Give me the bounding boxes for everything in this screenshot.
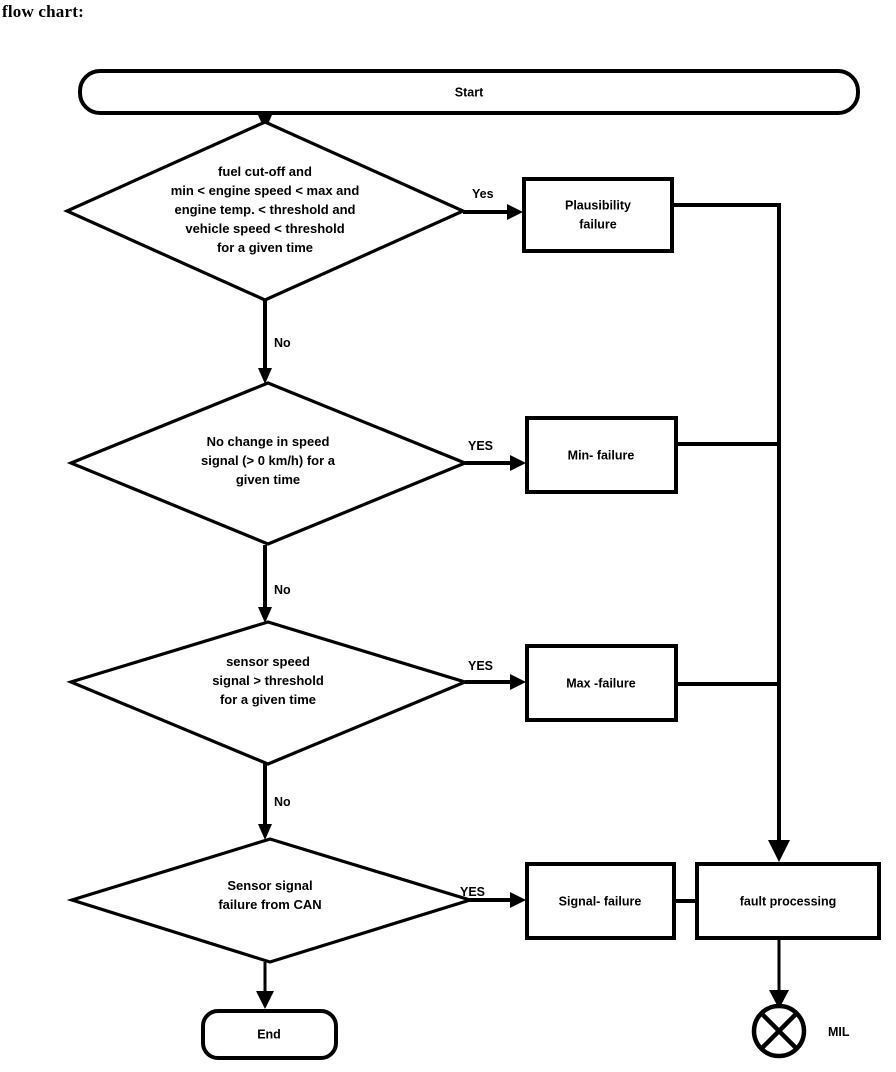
node-plausibility-failure[interactable]: Plausibility failure bbox=[522, 177, 674, 253]
edge-label-yes-1: Yes bbox=[472, 187, 494, 201]
decision4-line-1: Sensor signal bbox=[227, 878, 312, 893]
edge-label-no-1: No bbox=[274, 336, 291, 350]
node-min-failure[interactable]: Min- failure bbox=[525, 416, 678, 494]
connector-decision2-no bbox=[258, 545, 272, 623]
connector-decision4-no bbox=[256, 962, 274, 1009]
node-max-failure[interactable]: Max -failure bbox=[525, 644, 678, 722]
node-decision-no-change-in-speed[interactable]: No change in speed signal (> 0 km/h) for… bbox=[66, 381, 470, 546]
node-start-label: Start bbox=[455, 85, 484, 99]
node-fault-processing[interactable]: fault processing bbox=[695, 862, 881, 940]
connector-decision1-no bbox=[258, 300, 272, 384]
connector-decision3-no bbox=[258, 764, 272, 840]
decision1-line-5: for a given time bbox=[217, 240, 313, 255]
node-decision-sensor-signal-failure-can[interactable]: Sensor signal failure from CAN bbox=[66, 837, 476, 964]
connector-bus-to-fault-processing bbox=[768, 203, 790, 862]
decision2-line-1: No change in speed bbox=[207, 434, 330, 449]
decision3-line-2: signal > threshold bbox=[212, 673, 324, 688]
edge-label-no-3: No bbox=[274, 795, 291, 809]
connector-decision1-yes bbox=[463, 204, 523, 220]
connector-fault-processing-to-mil bbox=[769, 937, 789, 1009]
decision1-line-3: engine temp. < threshold and bbox=[175, 202, 356, 217]
decision2-line-3: given time bbox=[236, 472, 300, 487]
node-decision-plausibility[interactable]: fuel cut-off and min < engine speed < ma… bbox=[63, 120, 467, 302]
min-failure-label: Min- failure bbox=[568, 448, 635, 462]
signal-failure-label: Signal- failure bbox=[559, 894, 642, 908]
decision1-line-1: fuel cut-off and bbox=[218, 164, 312, 179]
node-signal-failure[interactable]: Signal- failure bbox=[525, 862, 676, 940]
plausibility-failure-line-1: Plausibility bbox=[565, 198, 631, 212]
max-failure-label: Max -failure bbox=[566, 676, 636, 690]
decision1-line-2: min < engine speed < max and bbox=[171, 183, 360, 198]
node-end-label: End bbox=[257, 1027, 281, 1041]
decision3-line-1: sensor speed bbox=[226, 654, 310, 669]
connector-decision2-yes bbox=[465, 455, 526, 471]
decision4-line-2: failure from CAN bbox=[218, 897, 321, 912]
decision1-line-4: vehicle speed < threshold bbox=[185, 221, 344, 236]
edge-label-yes-4: YES bbox=[460, 885, 485, 899]
fault-processing-label: fault processing bbox=[740, 894, 837, 908]
node-decision-sensor-speed-threshold[interactable]: sensor speed signal > threshold for a gi… bbox=[66, 620, 470, 766]
edge-label-yes-3: YES bbox=[468, 659, 493, 673]
plausibility-failure-line-2: failure bbox=[579, 217, 617, 231]
edge-label-no-2: No bbox=[274, 583, 291, 597]
mil-lamp-icon bbox=[751, 1003, 807, 1059]
edge-label-yes-2: YES bbox=[468, 439, 493, 453]
connector-decision3-yes bbox=[465, 674, 526, 690]
page-title: flow chart: bbox=[2, 2, 84, 21]
decision2-line-2: signal (> 0 km/h) for a bbox=[201, 453, 336, 468]
node-end[interactable]: End bbox=[201, 1009, 338, 1060]
node-start[interactable]: Start bbox=[78, 69, 860, 115]
mil-label: MIL bbox=[828, 1025, 850, 1039]
decision3-line-3: for a given time bbox=[220, 692, 316, 707]
